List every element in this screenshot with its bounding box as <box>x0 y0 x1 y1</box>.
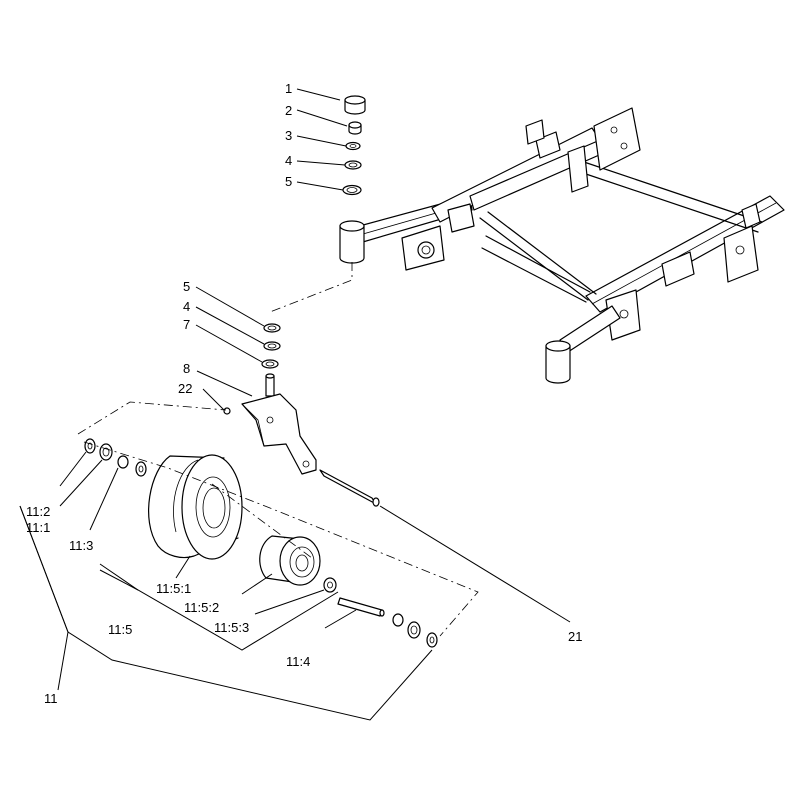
callout-11-4: 11:4 <box>286 654 310 669</box>
callout-5-lower: 5 <box>183 279 190 294</box>
race-part-lower <box>263 323 281 333</box>
center-lines <box>77 262 479 637</box>
caster-fork <box>223 373 317 475</box>
callout-7: 7 <box>183 317 190 332</box>
leader-lines <box>19 88 571 721</box>
callout-11-5-1: 11:5:1 <box>156 581 191 596</box>
callout-4-upper: 4 <box>285 153 292 168</box>
callout-labels: 1 2 3 4 5 5 4 7 8 22 11:2 11:1 11:3 11:5… <box>26 81 582 706</box>
seal-part <box>261 359 279 369</box>
mower-frame <box>339 107 785 384</box>
callout-11-5-2: 11:5:2 <box>184 600 219 615</box>
axle-bolt <box>319 469 380 507</box>
lower-hardware-stack <box>261 323 281 369</box>
callout-1: 1 <box>285 81 292 96</box>
callout-2: 2 <box>285 103 292 118</box>
callout-4-lower: 4 <box>183 299 190 314</box>
callout-21: 21 <box>568 629 582 644</box>
callout-11-1: 11:1 <box>26 520 50 535</box>
callout-11-5: 11:5 <box>108 622 132 637</box>
callout-11-5-3: 11:5:3 <box>214 620 249 635</box>
washer-part <box>345 141 361 151</box>
callout-11: 11 <box>44 691 58 706</box>
upper-hardware-stack <box>342 95 366 196</box>
race-part-upper <box>342 184 362 196</box>
callout-11-2: 11:2 <box>26 504 50 519</box>
callout-22: 22 <box>178 381 192 396</box>
callout-5-upper: 5 <box>285 174 292 189</box>
callout-8: 8 <box>183 361 190 376</box>
bearing-part-lower <box>263 341 281 351</box>
grease-fitting-part <box>223 407 231 415</box>
bearing-part-upper <box>344 160 362 170</box>
callout-3: 3 <box>285 128 292 143</box>
callout-11-3: 11:3 <box>69 538 93 553</box>
caster-wheel-assembly <box>84 438 438 648</box>
